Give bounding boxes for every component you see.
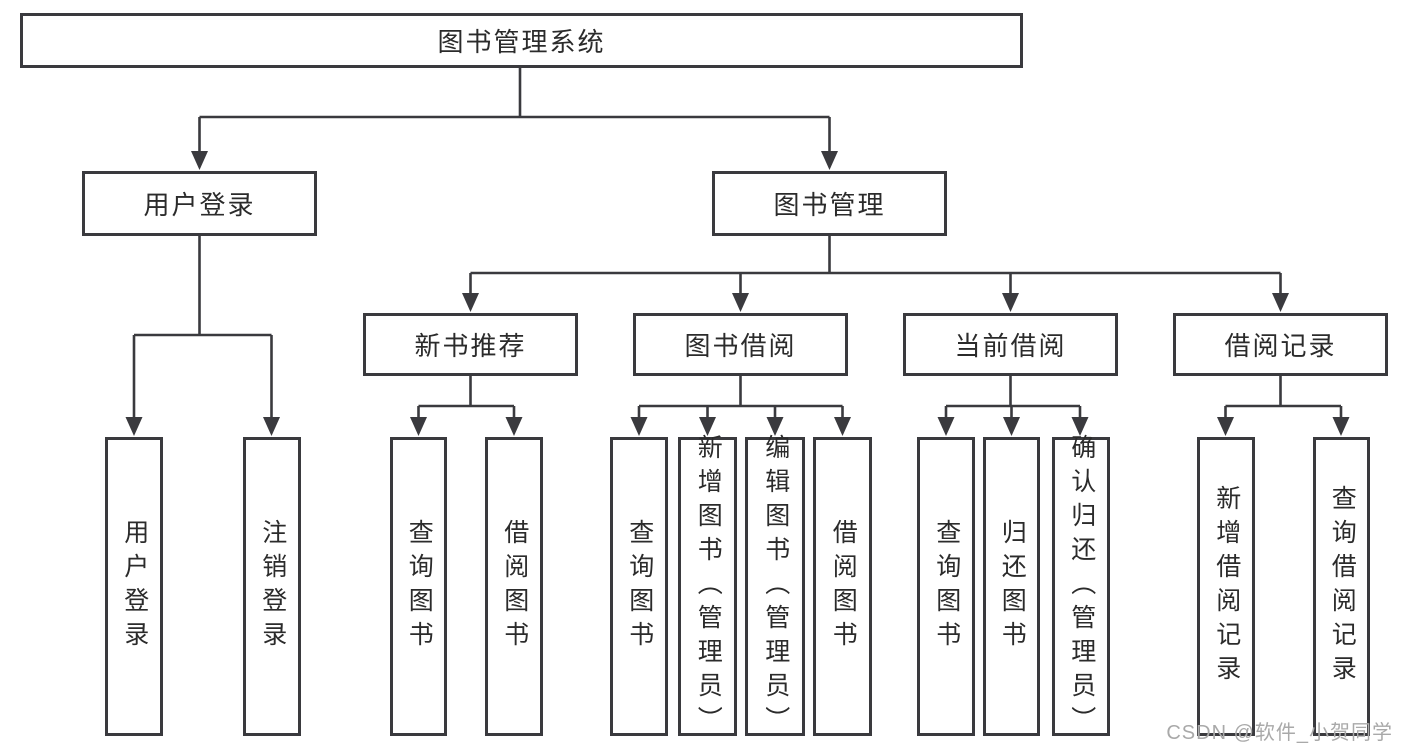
leaf-label: 用户登录 xyxy=(120,518,149,655)
node-new-book-recommend: 新书推荐 xyxy=(363,313,578,376)
node-user-login-module: 用户登录 xyxy=(82,171,317,236)
leaf-return-books: 归还图书 xyxy=(983,437,1040,736)
node-label: 新书推荐 xyxy=(414,331,527,361)
node-root-label: 图书管理系统 xyxy=(437,27,606,57)
leaf-label: 借阅图书 xyxy=(500,518,529,655)
node-root: 图书管理系统 xyxy=(20,13,1023,68)
node-borrow-record: 借阅记录 xyxy=(1173,313,1388,376)
node-book-management: 图书管理 xyxy=(712,171,947,236)
node-label: 借阅记录 xyxy=(1224,331,1337,361)
leaf-label: 归还图书 xyxy=(998,518,1027,655)
leaf-label: 借阅图书 xyxy=(829,518,858,655)
leaf-borrow-books-recommend: 借阅图书 xyxy=(485,437,543,736)
node-label: 图书借阅 xyxy=(684,331,797,361)
leaf-label: 新增图书（管理员） xyxy=(694,433,723,740)
leaf-borrow-books: 借阅图书 xyxy=(813,437,872,736)
leaf-add-borrow-record: 新增借阅记录 xyxy=(1197,437,1255,736)
leaf-label: 注销登录 xyxy=(258,518,287,655)
node-label: 用户登录 xyxy=(143,190,256,220)
leaf-label: 确认归还（管理员） xyxy=(1067,433,1096,740)
leaf-label: 查询图书 xyxy=(405,518,434,655)
leaf-add-books-admin: 新增图书（管理员） xyxy=(678,434,737,740)
node-book-borrow: 图书借阅 xyxy=(633,313,848,376)
leaf-label: 查询图书 xyxy=(932,518,961,655)
leaf-label: 编辑图书（管理员） xyxy=(761,433,790,740)
watermark: CSDN @软件_小贺同学 xyxy=(1166,722,1393,744)
leaf-label: 新增借阅记录 xyxy=(1212,484,1241,689)
leaf-label: 查询图书 xyxy=(625,518,654,655)
leaf-user-login: 用户登录 xyxy=(105,437,163,736)
leaf-query-books-recommend: 查询图书 xyxy=(390,437,447,736)
node-current-borrow: 当前借阅 xyxy=(903,313,1118,376)
leaf-confirm-return-admin: 确认归还（管理员） xyxy=(1052,434,1110,740)
leaf-query-borrow-record: 查询借阅记录 xyxy=(1313,437,1370,736)
leaf-edit-books-admin: 编辑图书（管理员） xyxy=(745,434,805,740)
node-label: 当前借阅 xyxy=(954,331,1067,361)
node-label: 图书管理 xyxy=(773,190,886,220)
leaf-query-books-current: 查询图书 xyxy=(917,437,975,736)
leaf-label: 查询借阅记录 xyxy=(1328,484,1357,689)
leaf-logout: 注销登录 xyxy=(243,437,301,736)
leaf-query-books: 查询图书 xyxy=(610,437,668,736)
